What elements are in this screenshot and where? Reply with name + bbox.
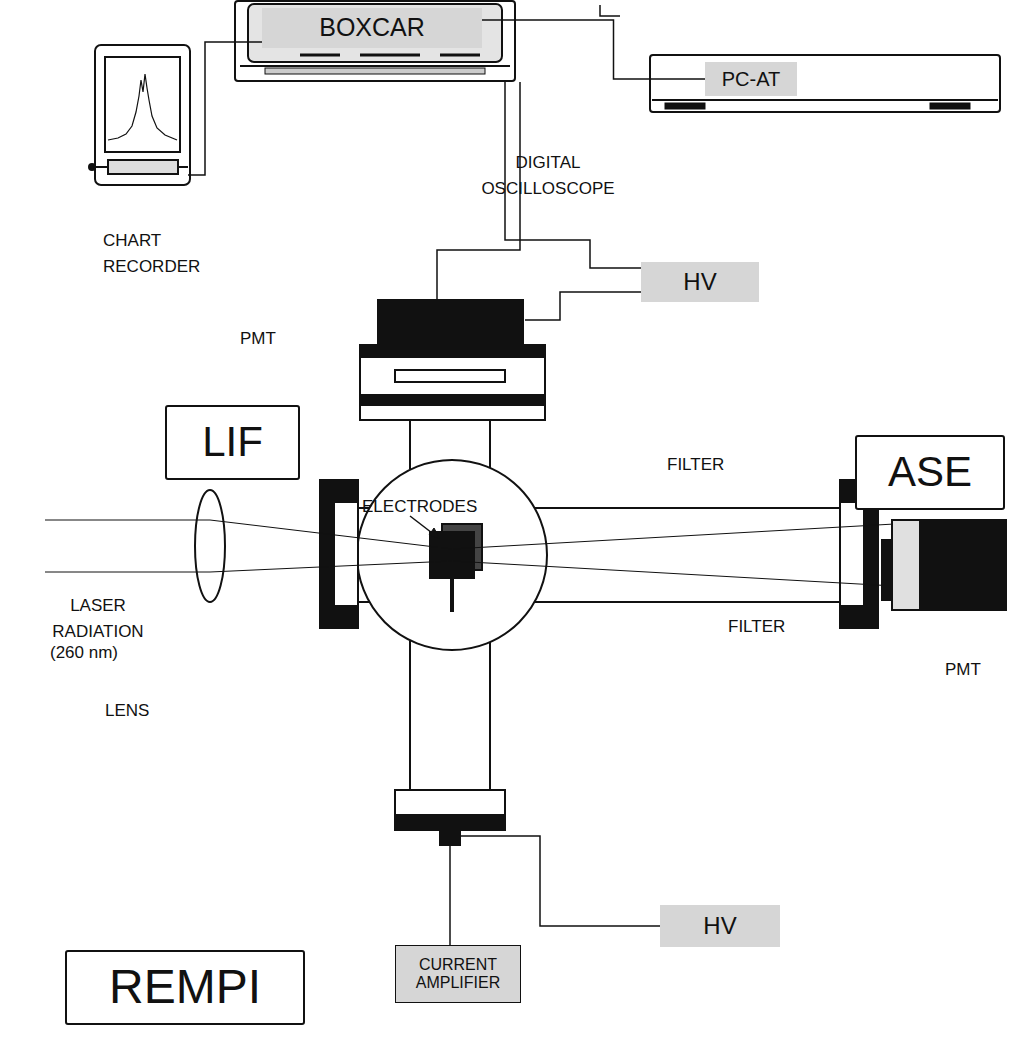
node-text: ASE xyxy=(888,449,972,495)
laser-beam xyxy=(45,520,930,588)
computer-symbol xyxy=(650,55,1000,112)
part-label: ELECTRODES xyxy=(362,494,477,520)
power-supply-box: HV xyxy=(660,905,780,947)
node-text: PC-AT xyxy=(722,68,781,90)
chart-recorder-symbol xyxy=(89,45,190,185)
part-label: FILTER xyxy=(728,614,785,640)
part-label: (260 nm) xyxy=(50,640,118,666)
node-text: REMPI xyxy=(109,961,261,1014)
pmt-top xyxy=(360,300,545,420)
part-label: FILTER xyxy=(667,452,724,478)
amplifier-box: CURRENT AMPLIFIER xyxy=(395,945,521,1003)
node-text: LIF xyxy=(202,419,263,465)
method-box: LIF xyxy=(165,405,300,480)
method-box: ASE xyxy=(855,435,1005,510)
electrodes-symbol xyxy=(410,516,482,612)
part-label: CHART RECORDER xyxy=(103,228,213,279)
node-text: HV xyxy=(703,913,736,939)
signal-wire xyxy=(482,20,705,79)
part-label: LENS xyxy=(105,698,149,724)
node-text: HV xyxy=(683,269,716,295)
part-label: LASER RADIATION xyxy=(38,593,158,644)
instrument-box: PC-AT xyxy=(705,62,797,96)
oscilloscope-symbol xyxy=(235,1,515,81)
node-text: BOXCAR xyxy=(319,14,425,42)
vacuum-cross xyxy=(320,420,878,845)
lens-symbol xyxy=(195,490,225,602)
part-label: PMT xyxy=(240,326,276,352)
pmt-right xyxy=(882,520,1006,610)
node-text: CURRENT AMPLIFIER xyxy=(396,956,520,991)
part-label: PMT xyxy=(945,657,981,683)
part-label: DIGITAL OSCILLOSCOPE xyxy=(478,150,618,201)
method-box: REMPI xyxy=(65,950,305,1025)
instrument-box: BOXCAR xyxy=(262,8,482,48)
power-supply-box: HV xyxy=(641,262,759,302)
